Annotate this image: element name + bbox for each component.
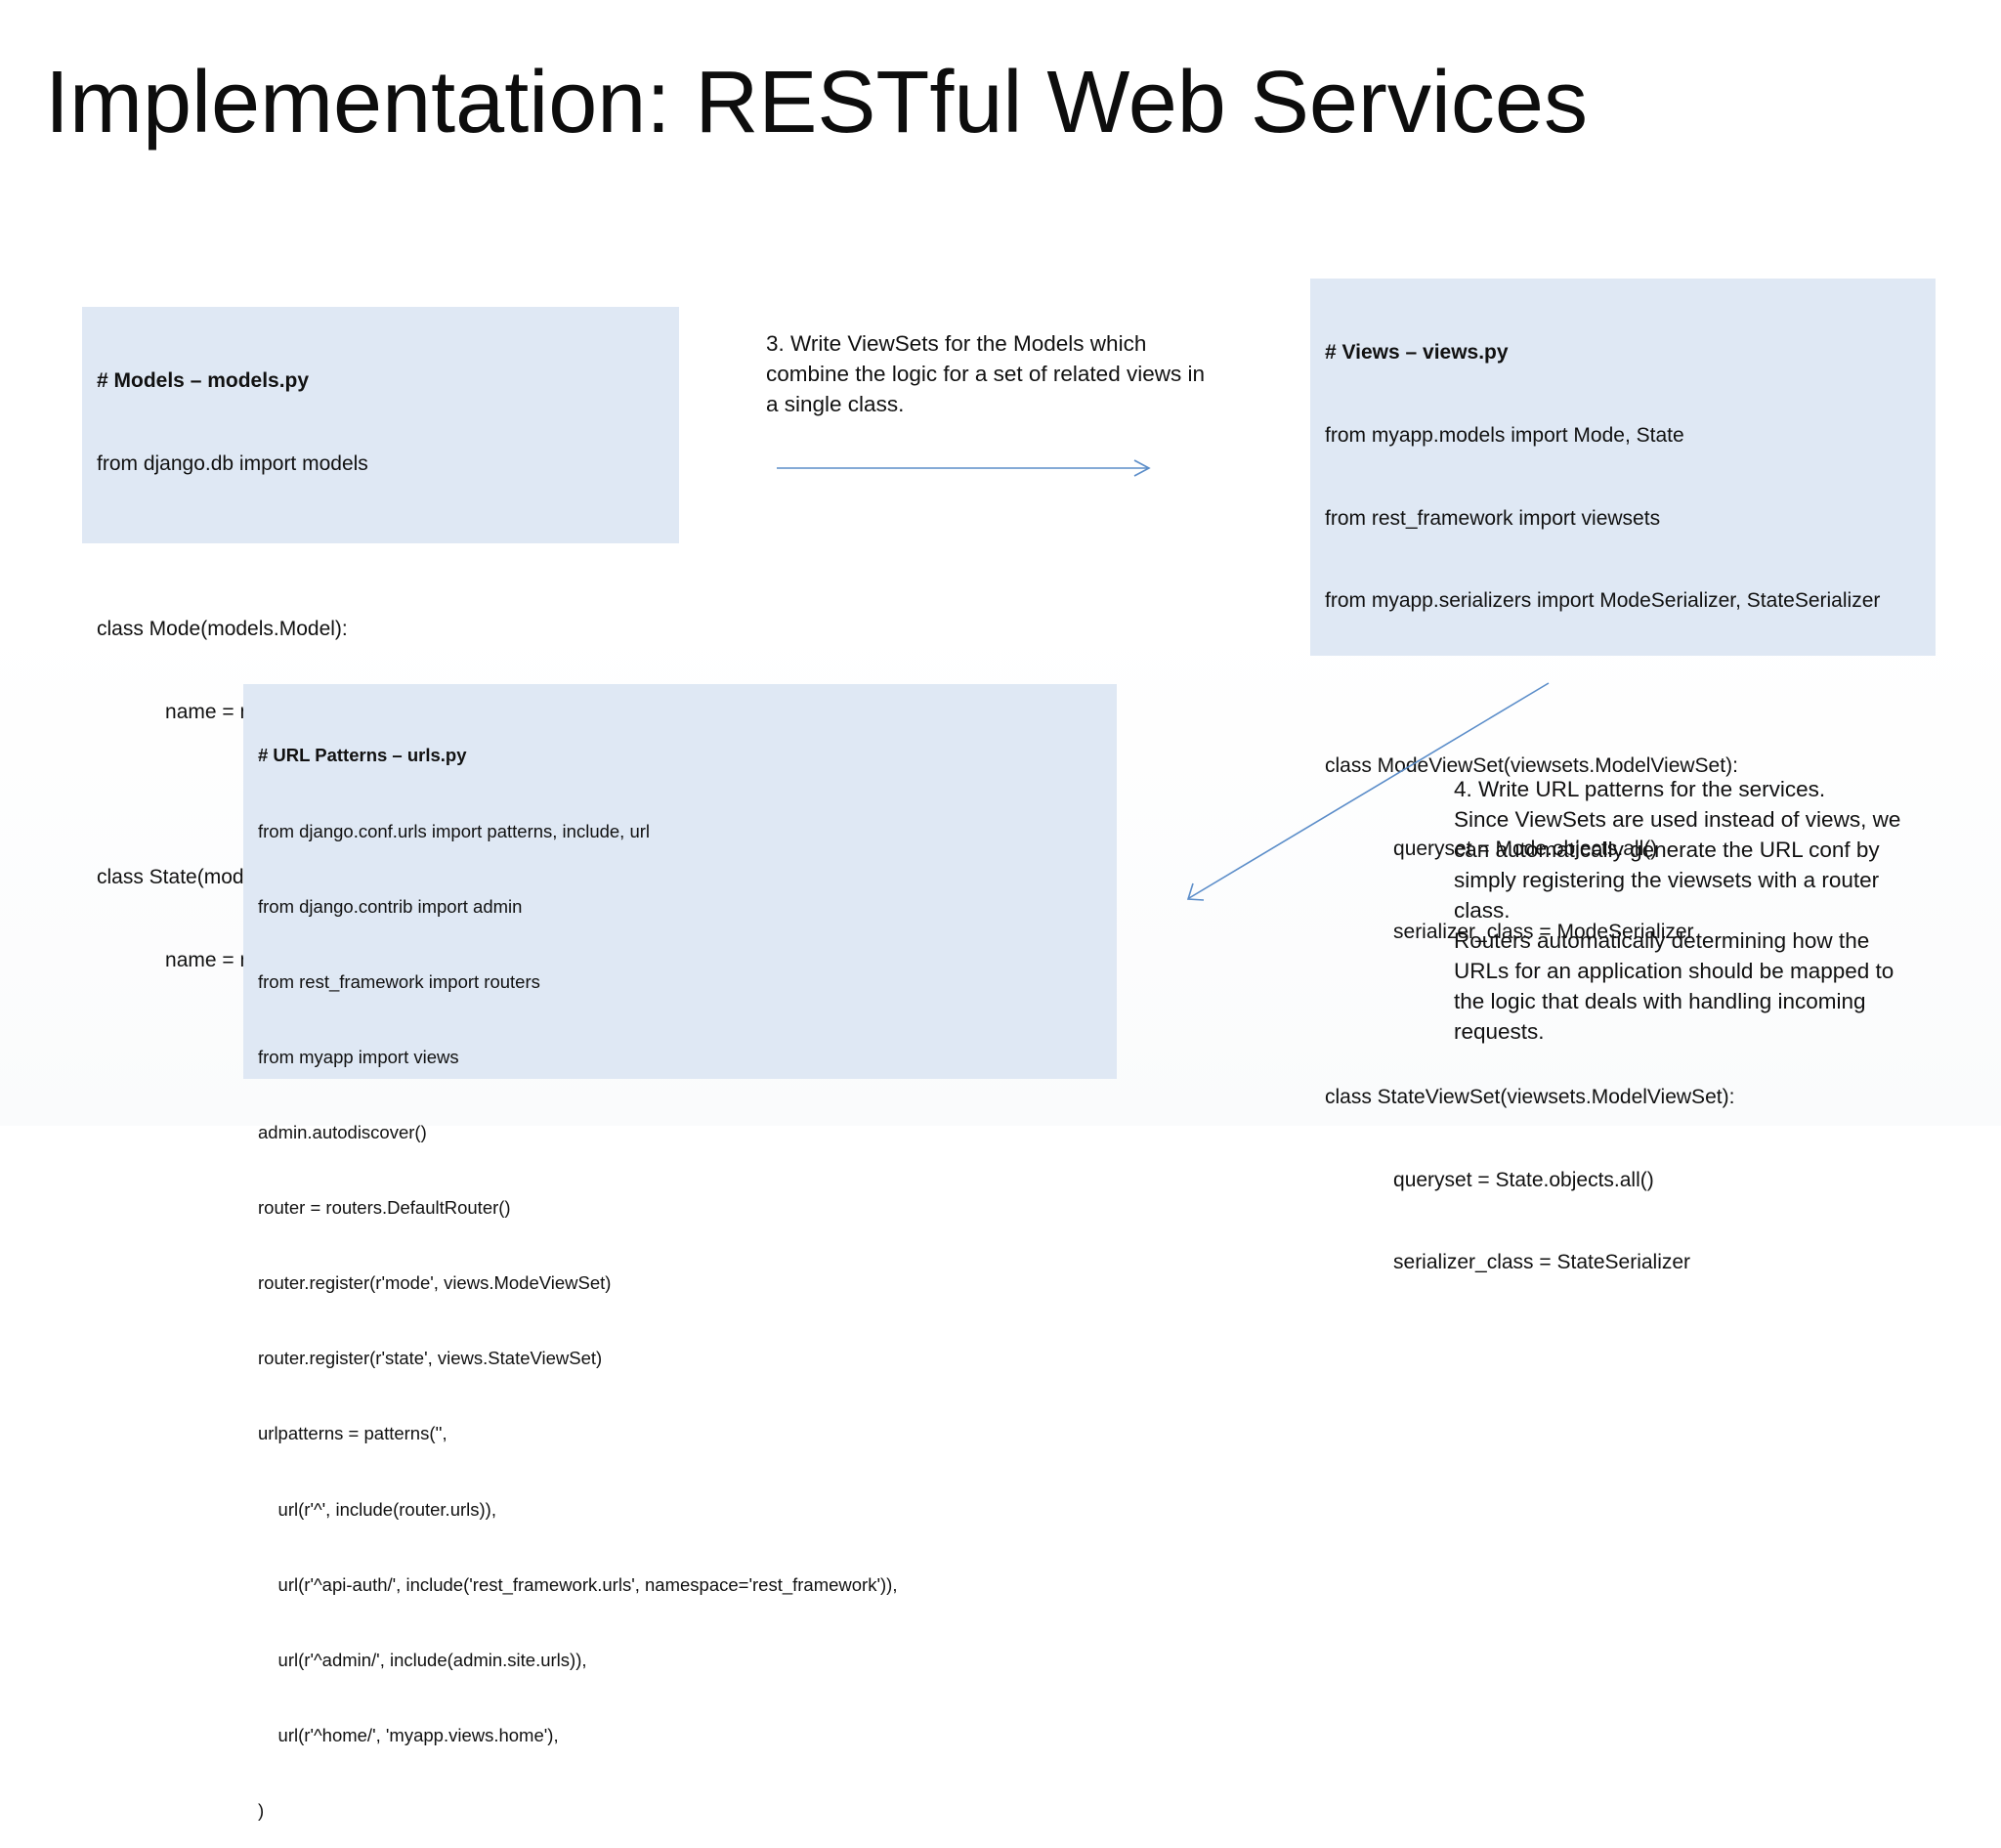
note-line: requests.: [1454, 1019, 1545, 1044]
urls-code-header: # URL Patterns – urls.py: [258, 745, 467, 766]
code-line: urlpatterns = patterns('',: [258, 1423, 447, 1444]
code-line: router.register(r'state', views.StateVie…: [258, 1348, 603, 1369]
step-3-note: 3. Write ViewSets for the Models which c…: [766, 328, 1255, 419]
code-line: queryset = State.objects.all(): [1325, 1168, 1654, 1191]
code-line: router.register(r'mode', views.ModeViewS…: [258, 1272, 612, 1294]
note-line: simply registering the viewsets with a r…: [1454, 868, 1880, 892]
code-line: [97, 534, 679, 561]
code-line: from myapp.serializers import ModeSerial…: [1325, 589, 1881, 613]
code-line: from django.conf.urls import patterns, i…: [258, 820, 651, 841]
code-line: serializer_class = ModeSerializer: [1325, 920, 1694, 943]
models-code-header: # Models – models.py: [97, 369, 310, 393]
code-line: url(r'^admin/', include(admin.site.urls)…: [258, 1649, 587, 1670]
note-line: the logic that deals with handling incom…: [1454, 989, 1866, 1013]
note-line: Since ViewSets are used instead of views…: [1454, 807, 1901, 832]
note-line: class.: [1454, 898, 1511, 923]
note-line: a single class.: [766, 392, 905, 416]
note-line: URLs for an application should be mapped…: [1454, 959, 1895, 983]
code-line: [1325, 670, 1936, 698]
code-line: ): [258, 1799, 265, 1821]
code-line: url(r'^api-auth/', include('rest_framewo…: [258, 1573, 898, 1595]
models-code-box: # Models – models.py from django.db impo…: [82, 307, 679, 971]
views-code-header: # Views – views.py: [1325, 341, 1509, 365]
urls-code-box: # URL Patterns – urls.py from django.con…: [243, 684, 1117, 1821]
note-line: combine the logic for a set of related v…: [766, 362, 1205, 386]
note-line: can automatically generate the URL conf …: [1454, 838, 1880, 862]
slide-title: Implementation: RESTful Web Services: [45, 54, 1588, 151]
code-line: from django.db import models: [97, 452, 368, 476]
note-line: 4. Write URL patterns for the services.: [1454, 777, 1826, 801]
code-line: class Mode(models.Model):: [97, 618, 348, 641]
code-line: from myapp.models import Mode, State: [1325, 424, 1684, 448]
code-line: from django.contrib import admin: [258, 895, 523, 917]
code-line: from rest_framework import routers: [258, 970, 540, 992]
note-line: Routers automatically determining how th…: [1454, 928, 1870, 953]
code-line: url(r'^', include(router.urls)),: [258, 1498, 496, 1520]
code-line: class StateViewSet(viewsets.ModelViewSet…: [1325, 1085, 1735, 1108]
code-line: from rest_framework import viewsets: [1325, 506, 1661, 530]
code-line: serializer_class = StateSerializer: [1325, 1251, 1691, 1274]
note-line: 3. Write ViewSets for the Models which: [766, 331, 1147, 356]
code-line: router = routers.DefaultRouter(): [258, 1197, 511, 1219]
step-4-note: 4. Write URL patterns for the services. …: [1454, 774, 1942, 1047]
code-line: from myapp import views: [258, 1046, 459, 1067]
views-code-box: # Views – views.py from myapp.models imp…: [1310, 279, 1936, 1273]
code-line: admin.autodiscover(): [258, 1121, 427, 1142]
code-line: url(r'^home/', 'myapp.views.home'),: [258, 1724, 559, 1745]
